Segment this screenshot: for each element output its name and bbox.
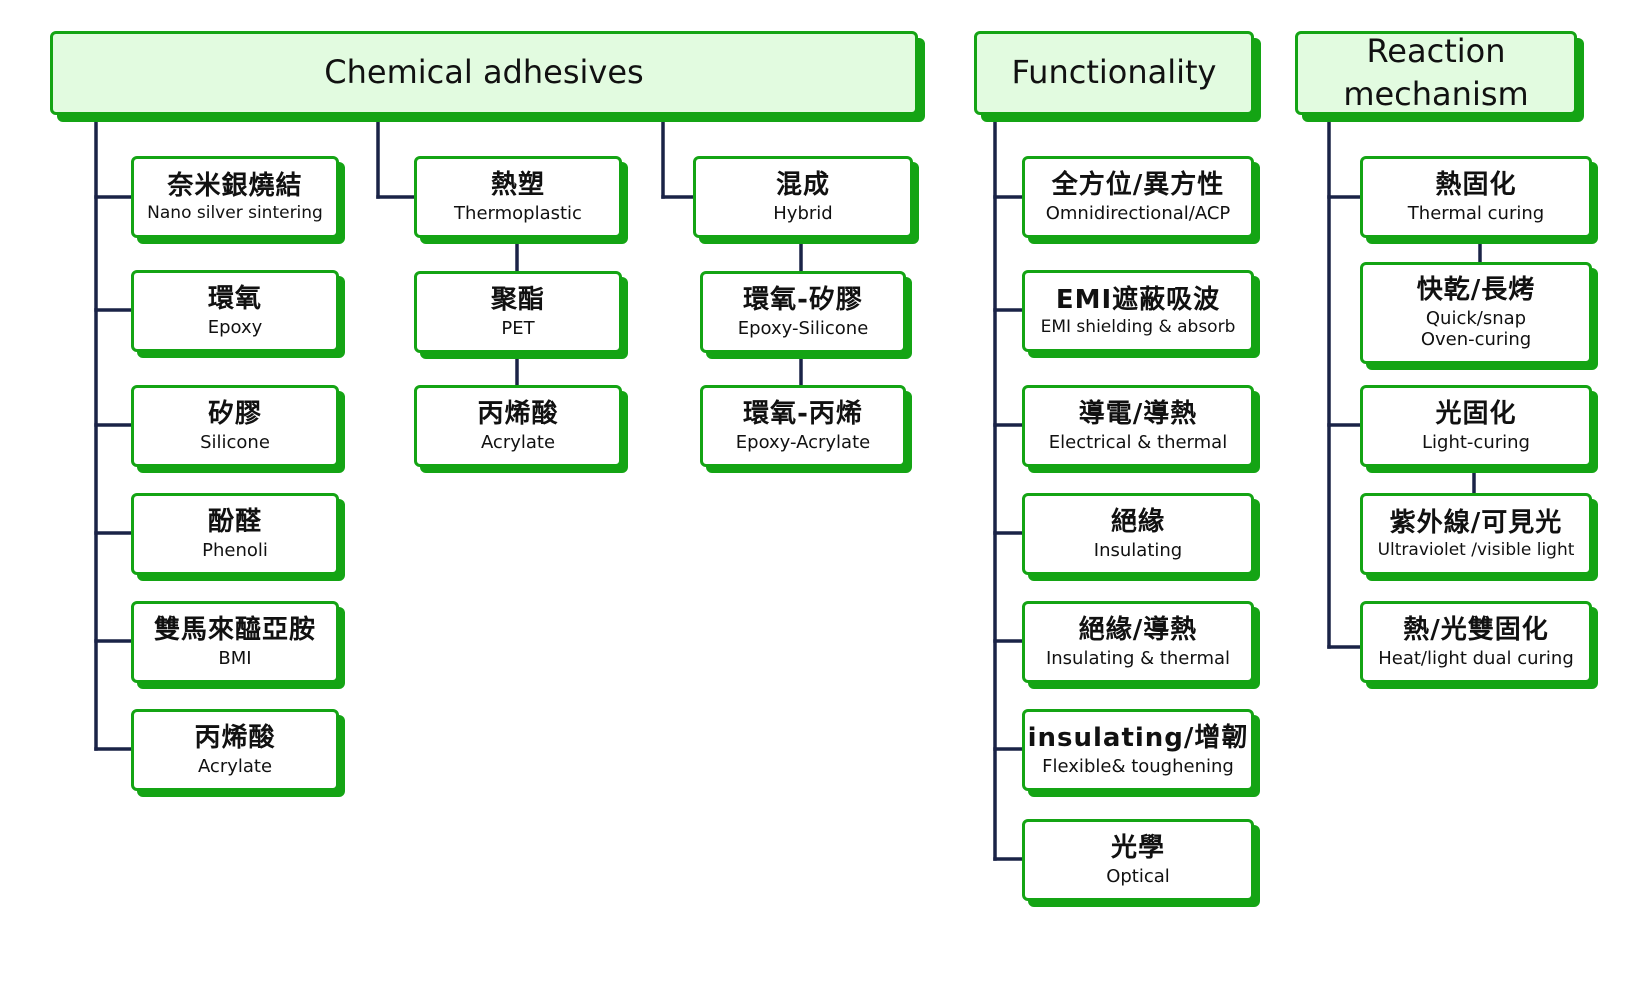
node-en-label-line2: Oven-curing <box>1420 329 1532 351</box>
node-en-label: Insulating <box>1093 539 1183 561</box>
node-en-label: Epoxy-Acrylate <box>735 431 871 453</box>
node-en-label: Insulating & thermal <box>1045 647 1231 669</box>
node-epoxy: 環氧 Epoxy <box>131 270 339 352</box>
node-en-label: PET <box>501 317 535 339</box>
node-zh-label: 雙馬來醯亞胺 <box>153 615 316 646</box>
node-pet: 聚酯 PET <box>414 271 622 353</box>
node-en-label: Omnidirectional/ACP <box>1045 202 1231 224</box>
node-en-label: Light-curing <box>1422 431 1530 453</box>
node-acrylate-thermoplastic: 丙烯酸 Acrylate <box>414 385 622 467</box>
node-en-label: Hybrid <box>773 202 833 224</box>
node-zh-label: 全方位/異方性 <box>1051 170 1225 201</box>
node-thermal-curing: 熱固化 Thermal curing <box>1360 156 1592 238</box>
node-thermoplastic: 熱塑 Thermoplastic <box>414 156 622 238</box>
node-omnidirectional-acp: 全方位/異方性 Omnidirectional/ACP <box>1022 156 1254 238</box>
node-en-label: Acrylate <box>197 755 273 777</box>
node-zh-label: 環氧-矽膠 <box>743 285 863 316</box>
header-functionality-label: Functionality <box>1011 53 1217 92</box>
node-zh-label: 聚酯 <box>490 285 545 316</box>
node-hybrid: 混成 Hybrid <box>693 156 913 238</box>
node-en-label: Silicone <box>200 431 270 453</box>
node-zh-label: 熱固化 <box>1435 170 1517 201</box>
node-en-label: Thermal curing <box>1407 202 1545 224</box>
node-en-label: Phenoli <box>202 539 268 561</box>
node-en-label: Flexible& toughening <box>1042 755 1234 777</box>
node-zh-label: 環氧-丙烯 <box>743 399 863 430</box>
node-silicone: 矽膠 Silicone <box>131 385 339 467</box>
node-zh-label: 導電/導熱 <box>1078 399 1198 430</box>
node-zh-label: 奈米銀燒結 <box>167 170 303 201</box>
node-phenoli: 酚醛 Phenoli <box>131 493 339 575</box>
node-zh-label: 光固化 <box>1435 399 1517 430</box>
node-optical: 光學 Optical <box>1022 819 1254 901</box>
node-en-label: Thermoplastic <box>454 202 582 224</box>
node-zh-label: 矽膠 <box>207 399 262 430</box>
node-electrical-thermal: 導電/導熱 Electrical & thermal <box>1022 385 1254 467</box>
header-reaction-line1: Reaction <box>1366 31 1506 70</box>
node-zh-label: 環氧 <box>207 284 262 315</box>
node-insulating-thermal: 絕緣/導熱 Insulating & thermal <box>1022 601 1254 683</box>
node-bmi: 雙馬來醯亞胺 BMI <box>131 601 339 683</box>
node-acrylate-main: 丙烯酸 Acrylate <box>131 709 339 791</box>
node-zh-label: 絕緣/導熱 <box>1078 615 1198 646</box>
node-emi-shielding: EMI遮蔽吸波 EMI shielding & absorb <box>1022 270 1254 352</box>
node-zh-label: 快乾/長烤 <box>1416 275 1536 306</box>
node-en-label: Acrylate <box>480 431 556 453</box>
node-zh-label: 丙烯酸 <box>477 399 559 430</box>
node-epoxy-acrylate: 環氧-丙烯 Epoxy-Acrylate <box>700 385 906 467</box>
node-light-curing: 光固化 Light-curing <box>1360 385 1592 467</box>
header-reaction-line2: mechanism <box>1343 75 1529 113</box>
header-chemical-label: Chemical adhesives <box>324 53 644 92</box>
node-zh-label: 混成 <box>775 170 830 201</box>
node-zh-label: 絕緣 <box>1110 507 1165 538</box>
node-en-label: Epoxy <box>207 316 263 338</box>
node-zh-label: EMI遮蔽吸波 <box>1055 284 1221 315</box>
node-zh-label: insulating/增韌 <box>1027 723 1249 754</box>
node-en-label: EMI shielding & absorb <box>1040 317 1236 338</box>
header-reaction-mechanism: Reaction mechanism <box>1295 31 1577 115</box>
node-uv-visible-light: 紫外線/可見光 Ultraviolet /visible light <box>1360 493 1592 575</box>
node-heat-light-dual-curing: 熱/光雙固化 Heat/light dual curing <box>1360 601 1592 683</box>
node-en-label: Epoxy-Silicone <box>737 317 869 339</box>
node-en-label: Electrical & thermal <box>1048 431 1228 453</box>
node-zh-label: 光學 <box>1110 833 1165 864</box>
node-nano-silver-sintering: 奈米銀燒結 Nano silver sintering <box>131 156 339 238</box>
header-functionality: Functionality <box>974 31 1254 115</box>
node-en-label: Heat/light dual curing <box>1378 647 1574 669</box>
node-epoxy-silicone: 環氧-矽膠 Epoxy-Silicone <box>700 271 906 353</box>
node-en-label: Nano silver sintering <box>147 203 323 224</box>
node-zh-label: 酚醛 <box>207 507 262 538</box>
node-en-label: Optical <box>1106 865 1170 887</box>
node-flexible-toughening: insulating/增韌 Flexible& toughening <box>1022 709 1254 791</box>
node-en-label: Quick/snap <box>1425 308 1527 330</box>
node-quick-snap-oven: 快乾/長烤 Quick/snap Oven-curing <box>1360 262 1592 364</box>
node-zh-label: 熱塑 <box>490 170 545 201</box>
node-zh-label: 熱/光雙固化 <box>1403 615 1549 646</box>
node-en-label: Ultraviolet /visible light <box>1377 540 1575 561</box>
header-chemical-adhesives: Chemical adhesives <box>50 31 918 115</box>
node-insulating: 絕緣 Insulating <box>1022 493 1254 575</box>
node-zh-label: 紫外線/可見光 <box>1389 507 1563 538</box>
node-en-label: BMI <box>218 647 252 669</box>
node-zh-label: 丙烯酸 <box>194 723 276 754</box>
